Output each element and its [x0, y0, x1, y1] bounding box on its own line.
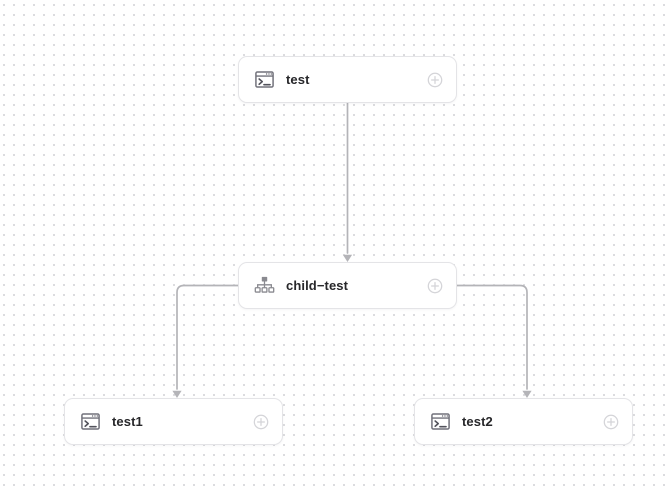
node-child-test[interactable]: child−test: [238, 262, 457, 309]
edges-group: [176, 102, 528, 390]
edge-child-test-to-test1: [176, 284, 239, 390]
terminal-icon: [429, 411, 451, 433]
sitemap-icon: [253, 275, 275, 297]
plus-circle-icon[interactable]: [253, 414, 269, 430]
terminal-icon: [79, 411, 101, 433]
node-label: test: [286, 72, 310, 87]
plus-circle-icon[interactable]: [427, 72, 443, 88]
edge-child-test-to-test2-arrowhead: [522, 390, 532, 398]
edge-child-test-to-test1-arrowhead: [172, 390, 182, 398]
node-test2[interactable]: test2: [414, 398, 633, 445]
node-test[interactable]: test: [238, 56, 457, 103]
edge-test-to-child-test-arrowhead: [342, 254, 353, 262]
edge-child-test-to-test2: [456, 284, 528, 390]
terminal-icon: [253, 69, 275, 91]
plus-circle-icon[interactable]: [427, 278, 443, 294]
node-label: test1: [112, 414, 143, 429]
node-label: child−test: [286, 278, 349, 293]
plus-circle-icon[interactable]: [603, 414, 619, 430]
node-test1[interactable]: test1: [64, 398, 283, 445]
node-label: test2: [462, 414, 493, 429]
